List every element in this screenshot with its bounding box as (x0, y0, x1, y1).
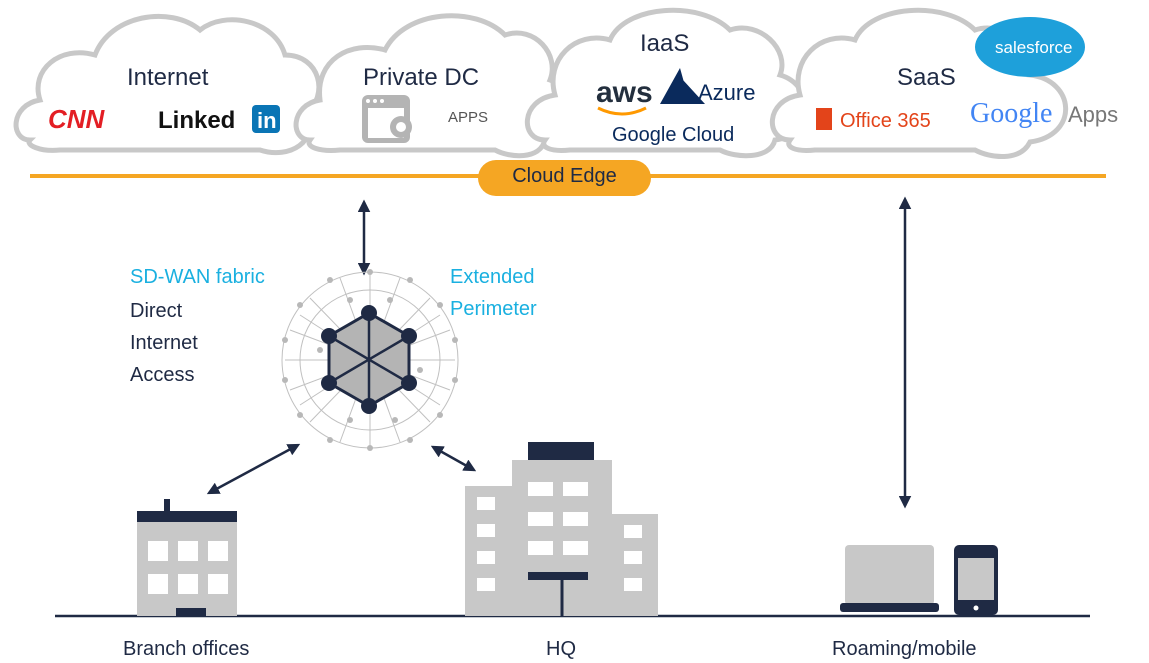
phone-icon (954, 545, 998, 615)
cloud-internet (13, 13, 322, 156)
salesforce-logo: salesforce (995, 38, 1072, 57)
branch-building-icon (137, 499, 237, 616)
cloud-edge-pill (478, 160, 651, 196)
gear-window-icon (362, 95, 412, 143)
hq-label: HQ (546, 638, 576, 660)
extended-perimeter-line-2: Perimeter (450, 298, 537, 320)
linkedin-logo: Linked (158, 107, 235, 134)
extended-perimeter-line-1: Extended (450, 266, 535, 288)
azure-icon (660, 68, 705, 104)
hq-building-icon (465, 442, 658, 616)
cloud-edge-label: Cloud Edge (512, 165, 617, 187)
arrow-hq-fabric (430, 445, 477, 472)
roaming-mobile-label: Roaming/mobile (832, 638, 977, 660)
dia-line-1: Direct (130, 300, 183, 322)
saas-cloud-title: SaaS (897, 64, 956, 91)
globe-mesh-icon (281, 269, 459, 451)
google-apps-suffix: Apps (1068, 102, 1118, 127)
private-dc-cloud-title: Private DC (363, 64, 480, 91)
salesforce-cloud-icon (975, 17, 1085, 77)
sd-wan-fabric-heading: SD-WAN fabric (130, 266, 265, 288)
dia-line-3: Access (130, 364, 195, 386)
branch-offices-label: Branch offices (123, 638, 250, 660)
azure-logo: Azure (698, 80, 755, 105)
iaas-cloud-title: IaaS (640, 30, 690, 57)
laptop-icon (840, 545, 939, 612)
apps-label: APPS (448, 109, 488, 126)
arrow-branch-fabric (206, 443, 301, 495)
cnn-logo: CNN (48, 104, 106, 134)
google-apps-brand: Google (970, 98, 1052, 129)
cloud-iaas (524, 7, 809, 159)
internet-cloud-title: Internet (127, 64, 209, 91)
aws-logo: aws (596, 76, 653, 109)
office-logo: Office 365 (840, 110, 931, 132)
linkedin-in-box (252, 105, 280, 133)
google-cloud-logo: Google Cloud (612, 124, 734, 146)
office-icon (816, 108, 832, 130)
linkedin-in-text: in (257, 108, 277, 133)
dia-line-2: Internet (130, 332, 198, 354)
aws-smile-icon (597, 106, 647, 116)
